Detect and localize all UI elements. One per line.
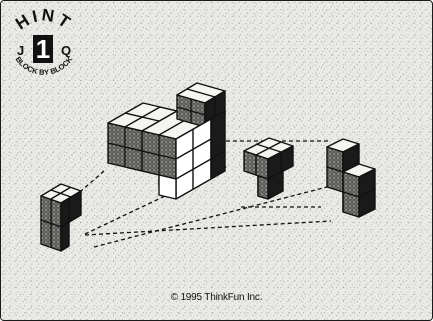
copyright-text: © 1995 ThinkFun Inc. — [1, 292, 432, 303]
l-piece — [41, 184, 81, 251]
step-piece — [244, 138, 293, 199]
s-piece — [327, 139, 375, 217]
assembled-puzzle-block — [108, 83, 225, 199]
